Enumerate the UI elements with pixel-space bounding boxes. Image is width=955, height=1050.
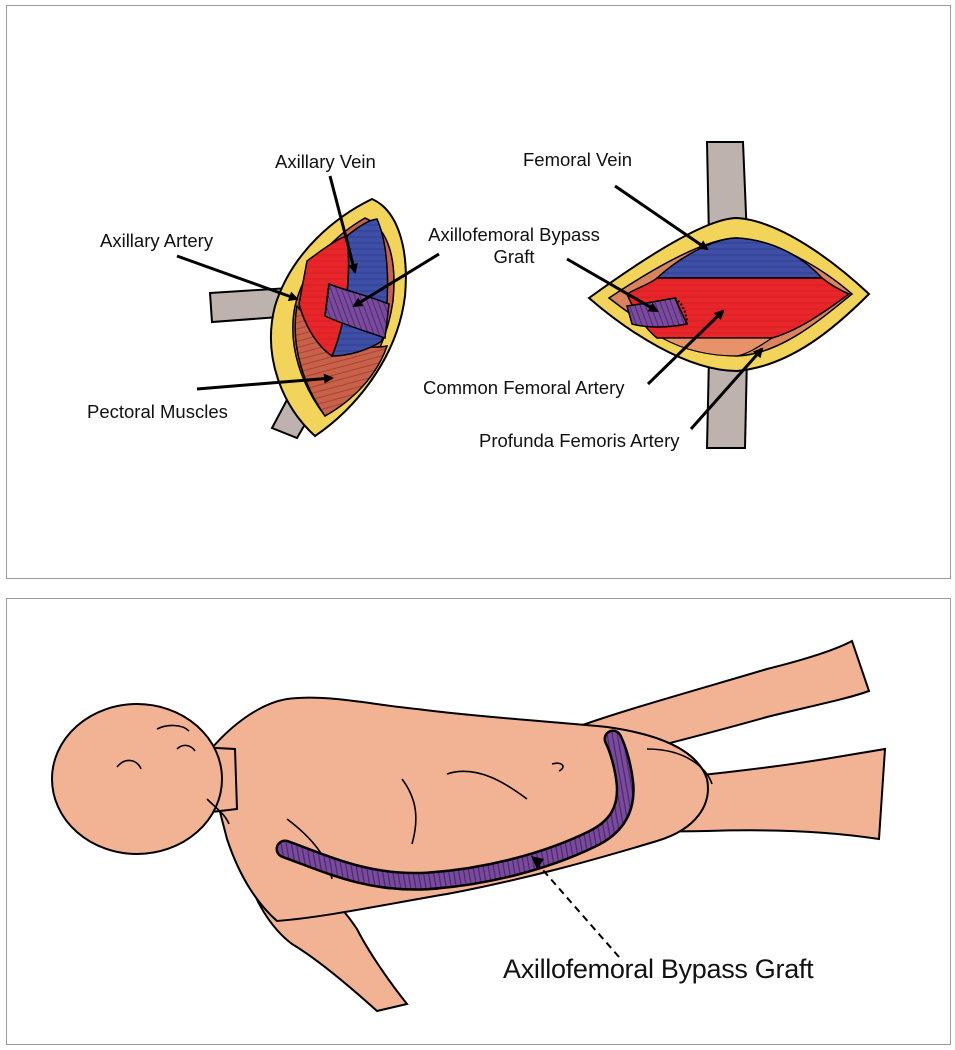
head: [52, 704, 222, 854]
body-overview-panel: Axillofemoral Bypass Graft: [6, 598, 951, 1045]
label-femoral-vein: Femoral Vein: [523, 149, 632, 171]
label-graft-line1: Axillofemoral Bypass: [421, 224, 607, 246]
label-graft: Axillofemoral Bypass Graft: [503, 953, 813, 985]
graft-pointer-line: [535, 861, 619, 957]
label-profunda-femoris-artery: Profunda Femoris Artery: [479, 430, 680, 452]
axillary-incision: [210, 199, 406, 438]
label-common-femoral-artery: Common Femoral Artery: [423, 377, 625, 399]
label-axillofemoral-graft: Axillofemoral Bypass Graft: [421, 224, 607, 268]
label-graft-line2: Graft: [421, 246, 607, 268]
surgical-exposure-illustration: [7, 6, 952, 580]
arrow-femoral-vein: [615, 186, 707, 249]
label-axillary-vein: Axillary Vein: [275, 151, 376, 173]
label-axillary-artery: Axillary Artery: [100, 230, 213, 252]
label-pectoral-muscles: Pectoral Muscles: [87, 401, 228, 423]
surgical-exposure-panel: Axillary Vein Axillary Artery Axillofemo…: [6, 5, 951, 579]
